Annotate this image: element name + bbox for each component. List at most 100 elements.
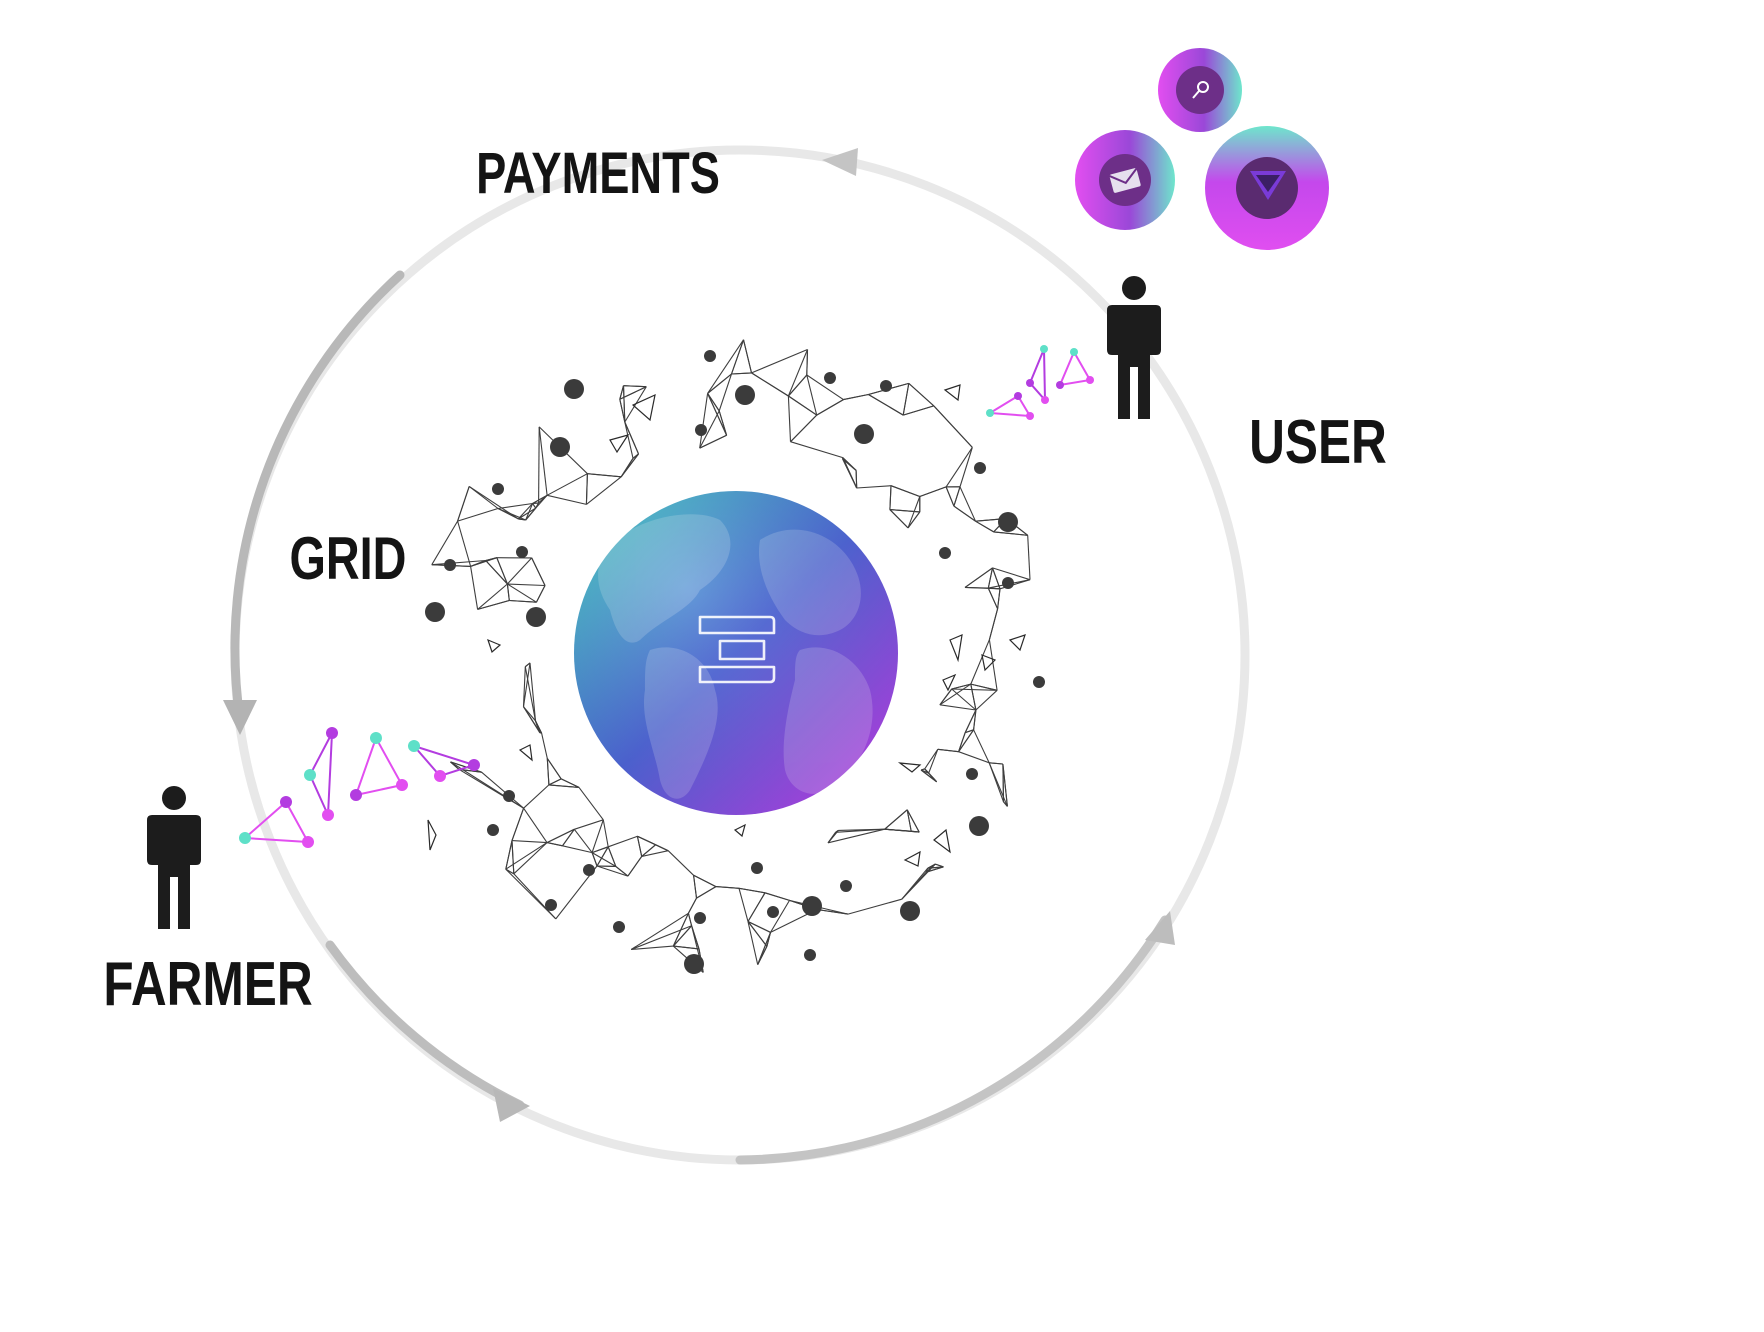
mesh-link: [730, 339, 745, 375]
mesh-link: [591, 846, 609, 854]
mesh-link: [457, 507, 499, 522]
mesh-link: [959, 486, 977, 522]
mesh-link: [673, 945, 700, 950]
mesh-link: [1027, 535, 1031, 580]
mesh-link: [532, 503, 537, 509]
mesh-link: [925, 867, 929, 873]
vpn-shield-icon: [1250, 171, 1286, 200]
mesh-link: [511, 840, 548, 844]
vpn-app-icon[interactable]: [1205, 126, 1329, 250]
mesh-link: [507, 583, 537, 603]
mesh-link: [693, 874, 717, 888]
mesh-link: [787, 374, 808, 397]
mesh-link: [509, 599, 537, 603]
mesh-link: [707, 373, 732, 394]
mesh-node: [804, 949, 816, 961]
mesh-link: [945, 447, 973, 488]
mesh-link: [991, 567, 1001, 589]
mesh-link: [738, 887, 766, 894]
mesh-node: [526, 607, 546, 627]
mesh-link: [505, 840, 513, 870]
mesh-link: [1002, 763, 1008, 807]
farmer-person-icon: [147, 786, 201, 929]
mesh-link: [707, 339, 744, 394]
mesh-link: [908, 382, 935, 407]
mesh-link: [951, 683, 971, 690]
mesh-link: [524, 662, 531, 668]
mesh-link: [607, 846, 617, 867]
farmer-label: FARMER: [103, 949, 312, 1019]
mesh-node: [966, 768, 978, 780]
mesh-link: [707, 393, 720, 412]
packet-triangle: [410, 743, 478, 778]
mesh-link: [718, 373, 733, 412]
mesh-link: [788, 395, 818, 416]
mesh-link: [699, 410, 720, 449]
mesh-link: [964, 709, 977, 733]
mesh-link: [806, 374, 818, 416]
mesh-link: [806, 349, 809, 376]
mesh-link: [523, 784, 550, 809]
packet-node: [280, 796, 292, 808]
mesh-link: [562, 828, 575, 847]
mesh-lines: [431, 339, 1031, 973]
mesh-link: [906, 809, 920, 833]
mesh-link: [485, 557, 497, 562]
flow-arrow-right: [1145, 911, 1175, 945]
mesh-fragment: [897, 762, 922, 773]
packet-node: [408, 740, 420, 752]
mesh-fragment: [933, 828, 951, 854]
mesh-fragment: [487, 638, 502, 654]
mesh-link: [906, 809, 912, 832]
mesh-node: [444, 559, 456, 571]
mesh-link: [951, 688, 977, 711]
mesh-link: [920, 769, 937, 783]
mesh-link: [699, 434, 727, 449]
search-icon: [1192, 81, 1209, 99]
mesh-link: [548, 784, 580, 788]
mesh-link: [907, 496, 921, 529]
mesh-node: [767, 906, 779, 918]
mesh-link: [937, 748, 959, 753]
mesh-link: [560, 778, 580, 788]
mesh-link: [548, 778, 562, 786]
mesh-link: [757, 932, 772, 965]
packet-node: [304, 769, 316, 781]
mesh-link: [699, 393, 709, 449]
mesh-link: [764, 892, 790, 901]
mesh-node: [564, 379, 584, 399]
mesh-node: [503, 790, 515, 802]
mesh-link: [935, 863, 944, 868]
mesh-fragment: [427, 819, 437, 851]
mesh-link: [988, 608, 999, 640]
mesh-link: [591, 852, 598, 867]
mesh-link: [911, 830, 920, 833]
mesh-link: [907, 511, 921, 529]
packet-triangle: [986, 394, 1032, 418]
mesh-link: [987, 567, 994, 589]
mesh-link: [511, 840, 515, 874]
mesh-link: [856, 485, 892, 489]
mesh-link: [431, 559, 486, 566]
flow-arrow-left: [223, 700, 257, 735]
mail-app-icon[interactable]: [1075, 130, 1175, 230]
mesh-link: [518, 507, 536, 520]
packet-node: [322, 809, 334, 821]
mesh-node: [1033, 676, 1045, 688]
packet-node: [370, 732, 382, 744]
mesh-link: [816, 399, 844, 416]
mesh-link: [574, 819, 604, 830]
packet-node: [239, 832, 251, 844]
mesh-node: [939, 547, 951, 559]
packet-node: [1056, 381, 1064, 389]
mesh-link: [573, 828, 593, 853]
flow-arrow-top: [822, 148, 858, 176]
mesh-link: [637, 835, 656, 846]
search-app-icon[interactable]: [1158, 48, 1242, 132]
mesh-link: [619, 385, 625, 400]
mesh-link: [742, 339, 753, 374]
packet-node: [326, 727, 338, 739]
mesh-node: [998, 512, 1018, 532]
mesh-link: [901, 863, 936, 900]
